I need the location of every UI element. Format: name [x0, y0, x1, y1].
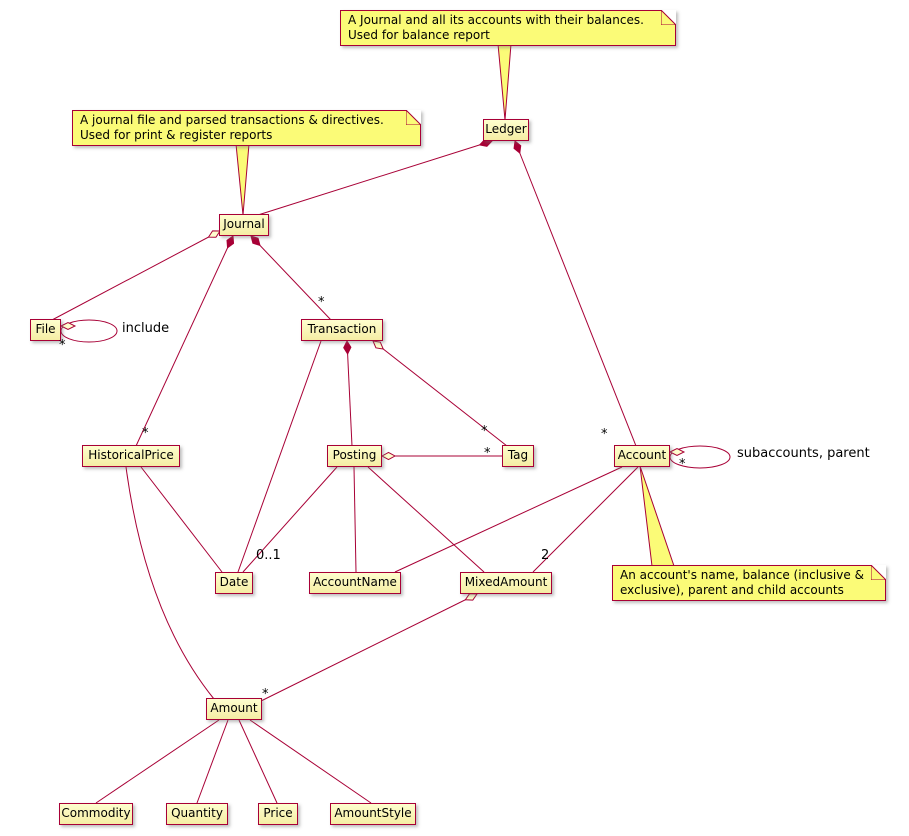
- edge-ledger-account: [515, 141, 637, 447]
- class-mixedamount-label: MixedAmount: [464, 575, 548, 589]
- class-tag: Tag: [502, 445, 534, 467]
- class-accountname-label: AccountName: [313, 575, 397, 589]
- class-historicalprice: HistoricalPrice: [82, 445, 180, 467]
- note-ledger: A Journal and all its accounts with thei…: [340, 10, 676, 46]
- class-transaction-label: Transaction: [307, 322, 377, 336]
- note-stem-account: [639, 465, 675, 567]
- edge-account-accountname: [394, 466, 623, 573]
- class-journal-label: Journal: [223, 217, 265, 231]
- class-ledger: Ledger: [483, 119, 529, 141]
- edge-journal-file: [51, 231, 220, 321]
- edge-amount-quantity: [196, 719, 229, 804]
- mult-ledger-account-star: *: [601, 427, 608, 442]
- class-journal: Journal: [219, 214, 269, 236]
- class-commodity: Commodity: [59, 803, 133, 825]
- edge-label-include: include: [122, 321, 170, 336]
- note-fold-icon: [406, 110, 421, 125]
- edge-posting-date: [242, 466, 338, 573]
- diamond-account-loop: [668, 447, 686, 457]
- class-file: File: [30, 319, 61, 341]
- edge-journal-transaction: [251, 236, 332, 321]
- edge-amount-amountstyle: [249, 719, 372, 804]
- note-account-text: An account's name, balance (inclusive & …: [620, 568, 864, 597]
- class-historicalprice-label: HistoricalPrice: [88, 448, 174, 462]
- class-account: Account: [614, 445, 670, 467]
- class-tag-label: Tag: [507, 448, 529, 462]
- mult-mixedamount-amount-star: *: [262, 687, 269, 702]
- class-account-label: Account: [617, 448, 667, 462]
- note-fold-icon: [661, 10, 676, 25]
- note-stem-journal: [235, 143, 250, 216]
- class-amountstyle-label: AmountStyle: [334, 806, 412, 820]
- class-transaction: Transaction: [301, 319, 383, 341]
- mult-posting-tag-star: *: [484, 446, 491, 461]
- class-date-label: Date: [219, 575, 249, 589]
- mult-account-subaccounts-star: *: [679, 457, 686, 472]
- mult-journal-historicalprice-star: *: [142, 426, 149, 441]
- edge-journal-historicalprice: [135, 236, 233, 447]
- edge-amount-price: [238, 719, 278, 804]
- note-ledger-text: A Journal and all its accounts with thei…: [348, 13, 644, 42]
- mult-file-include-star: *: [59, 338, 66, 353]
- class-accountname: AccountName: [309, 572, 401, 594]
- class-mixedamount: MixedAmount: [460, 572, 552, 594]
- note-fold-icon: [871, 565, 886, 580]
- edge-ledger-journal: [257, 141, 492, 216]
- class-quantity-label: Quantity: [171, 806, 223, 820]
- class-amountstyle: AmountStyle: [330, 803, 416, 825]
- edge-historicalprice-date: [140, 466, 223, 573]
- note-account: An account's name, balance (inclusive & …: [612, 565, 886, 601]
- class-amount: Amount: [206, 698, 262, 720]
- class-ledger-label: Ledger: [485, 122, 527, 136]
- edge-transaction-date: [237, 340, 322, 573]
- mult-transaction-tag-star: *: [481, 424, 488, 439]
- class-file-label: File: [35, 322, 56, 336]
- class-amount-label: Amount: [210, 701, 258, 715]
- edge-posting-mixedamount: [367, 466, 485, 573]
- class-price: Price: [258, 803, 298, 825]
- edge-amount-commodity: [95, 719, 220, 804]
- mult-journal-transaction-star: *: [318, 295, 325, 310]
- class-commodity-label: Commodity: [61, 806, 131, 820]
- edge-label-subaccounts-parent: subaccounts, parent: [737, 446, 870, 461]
- mult-posting-date-0-1: 0..1: [256, 548, 281, 563]
- note-journal: A journal file and parsed transactions &…: [72, 110, 421, 146]
- class-price-label: Price: [263, 806, 293, 820]
- edge-account-subaccounts-loop: [669, 445, 731, 469]
- mult-account-mixedamount-2: 2: [541, 548, 550, 563]
- edge-posting-accountname: [353, 466, 357, 573]
- edge-mixedamount-amount: [258, 594, 477, 703]
- class-posting: Posting: [327, 445, 382, 467]
- edge-transaction-posting: [347, 341, 353, 447]
- note-journal-text: A journal file and parsed transactions &…: [80, 113, 384, 142]
- class-posting-label: Posting: [332, 448, 377, 462]
- class-date: Date: [215, 572, 253, 594]
- diamond-file-loop: [59, 321, 77, 331]
- edge-account-mixedamount: [532, 466, 639, 573]
- edge-historicalprice-amount: [125, 466, 215, 700]
- class-quantity: Quantity: [166, 803, 228, 825]
- edge-transaction-tag: [373, 341, 508, 447]
- note-stem-ledger: [497, 43, 512, 121]
- edge-file-include-loop: [60, 319, 118, 343]
